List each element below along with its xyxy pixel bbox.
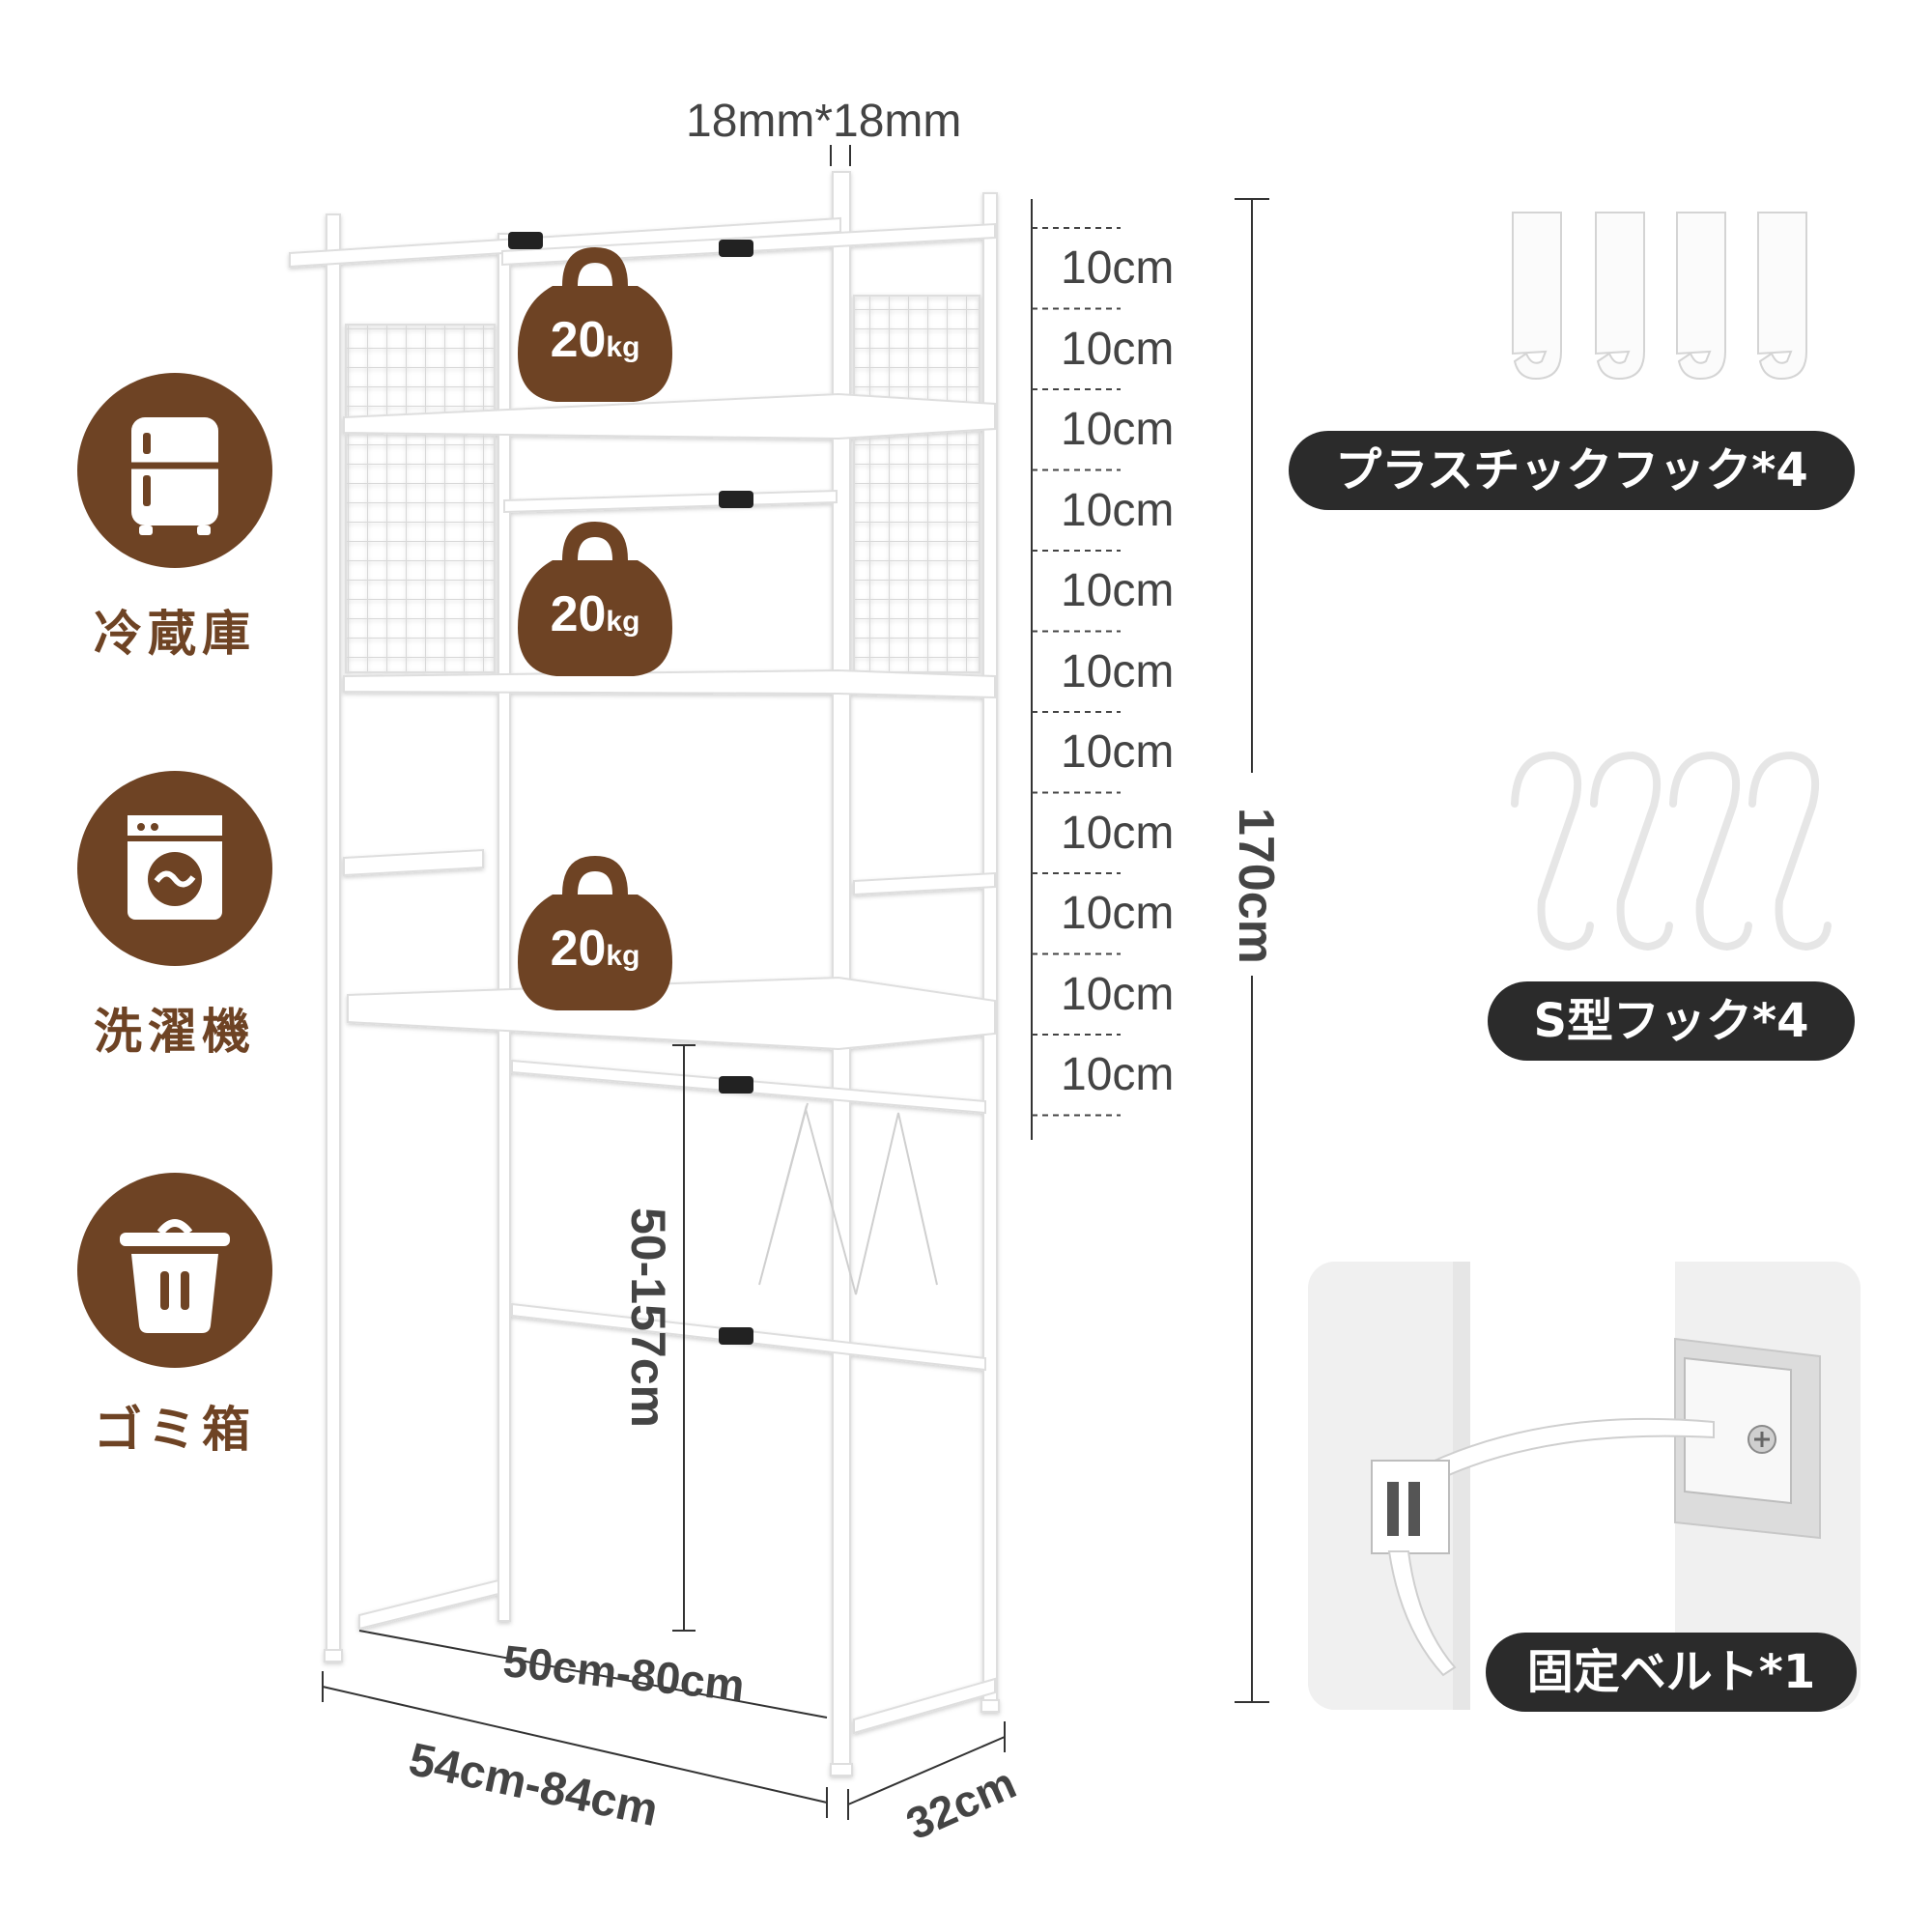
- weight-unit: kg: [606, 606, 640, 638]
- weight-capacity-label: 20kg: [527, 311, 663, 369]
- spacing-label: 10cm: [1061, 645, 1175, 697]
- trash-can-icon: [120, 1219, 230, 1333]
- weight-badge-icon: [518, 522, 672, 676]
- shelf-1: [343, 392, 996, 440]
- refrigerator-icon: [131, 417, 218, 535]
- left-wire-panel: [345, 324, 496, 673]
- spacing-label: 10cm: [1061, 404, 1175, 455]
- fixing-belt-label: 固定ベルト*1: [1486, 1633, 1857, 1712]
- shelf-3: [347, 976, 996, 1051]
- total-height-label: 170cm: [1228, 808, 1284, 964]
- spacing-label: 10cm: [1061, 484, 1175, 536]
- refrigerator-badge: [77, 373, 272, 568]
- plastic-hooks-label: プラスチックフック*4: [1289, 431, 1855, 510]
- right-wire-panel: [853, 295, 980, 673]
- weight-badge-icon: [518, 247, 672, 402]
- washing-machine-badge: [77, 771, 272, 966]
- weight-badge-icon: [518, 856, 672, 1010]
- s-hooks-image: [1511, 751, 1832, 952]
- shelf-2: [343, 668, 996, 699]
- trash-can-badge: [77, 1173, 272, 1368]
- plastic-hooks-image: [1512, 212, 1807, 381]
- washing-machine-icon: [128, 815, 222, 920]
- outer-width-line: [322, 1686, 828, 1804]
- s-hooks-label: S型フック*4: [1488, 981, 1855, 1061]
- spacing-label: 10cm: [1061, 1049, 1175, 1100]
- spacing-label: 10cm: [1061, 726, 1175, 778]
- spacing-label: 10cm: [1061, 888, 1175, 939]
- weight-unit: kg: [606, 331, 640, 363]
- spacing-label: 10cm: [1061, 323, 1175, 375]
- usage-label-washing-machine: 洗濯機: [94, 1004, 256, 1060]
- weight-value: 20: [550, 586, 607, 642]
- weight-capacity-label: 20kg: [527, 585, 663, 643]
- weight-value: 20: [550, 921, 607, 977]
- weight-value: 20: [550, 312, 607, 368]
- spacing-label: 10cm: [1061, 968, 1175, 1020]
- usage-label-trash-can: ゴミ箱: [94, 1402, 256, 1458]
- spacing-label: 10cm: [1061, 565, 1175, 616]
- usage-label-refrigerator: 冷蔵庫: [94, 606, 256, 662]
- weight-unit: kg: [606, 940, 640, 972]
- spacing-label: 10cm: [1061, 242, 1175, 294]
- inner-width-line: [358, 1630, 828, 1719]
- weight-capacity-label: 20kg: [527, 920, 663, 978]
- depth-line: [847, 1736, 1006, 1805]
- tube-size-label: 18mm*18mm: [686, 96, 962, 147]
- rack-post-back-left: [497, 233, 511, 1622]
- inner-height-label: 50-157cm: [621, 1208, 675, 1428]
- spacing-label: 10cm: [1061, 807, 1175, 859]
